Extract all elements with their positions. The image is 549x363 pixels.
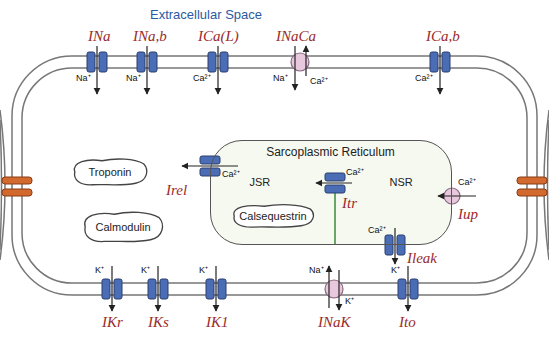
outer-membrane — [12, 56, 537, 295]
current-label: INa,b — [133, 28, 167, 45]
ion-label: Ca²⁺ — [458, 178, 476, 188]
channels-bottom — [102, 266, 418, 311]
node-text: NSR — [390, 176, 413, 188]
gap-junction — [517, 177, 547, 184]
node-title: Troponin — [88, 166, 131, 178]
gap-junction — [2, 177, 32, 184]
node-title: Sarcoplasmic Reticulum — [266, 146, 395, 159]
sr-fill — [210, 140, 452, 245]
current-label: Iup — [458, 206, 478, 223]
calmodulin-blob: Calmodulin — [80, 210, 166, 244]
current-label: ICa,b — [426, 28, 460, 45]
ion-label: K⁺ — [141, 266, 150, 276]
node-text: JSR — [250, 176, 271, 188]
troponin-blob: Troponin — [70, 157, 150, 187]
ion-label: Ca²⁺ — [222, 170, 240, 180]
neighbour-membrane — [548, 120, 549, 250]
ion-label: Ca²⁺ — [346, 168, 364, 178]
current-label: INa — [88, 28, 111, 45]
current-label: Ito — [399, 314, 416, 331]
ion-label: Ca²⁺ — [415, 74, 433, 84]
node-title: Calsequestrin — [239, 210, 306, 222]
gap-junction — [517, 189, 547, 196]
neighbour-membrane — [544, 110, 549, 260]
inner-membrane — [22, 68, 527, 283]
current-label: ICa(L) — [198, 28, 239, 45]
sarcoplasmic-reticulum: Sarcoplasmic ReticulumJSR NSR Calsequestri… — [210, 140, 452, 245]
ion-label: K⁺ — [345, 297, 354, 307]
current-label: IK1 — [206, 314, 229, 331]
ion-label: Na⁺ — [126, 74, 141, 84]
ion-label: K⁺ — [391, 266, 400, 276]
neighbour-membrane — [0, 120, 2, 250]
ion-label: Na⁺ — [273, 74, 288, 84]
node-title: Calmodulin — [95, 221, 150, 233]
jsr-nsr-divider — [334, 192, 336, 245]
current-label: Itr — [342, 195, 357, 212]
ion-label: Ca²⁺ — [310, 77, 328, 87]
ion-label: Ca²⁺ — [368, 226, 386, 236]
ion-label: Ca²⁺ — [193, 74, 211, 84]
current-label: INaK — [318, 314, 351, 331]
ion-label: K⁺ — [199, 266, 208, 276]
calsequestrin-blob: Calsequestrin — [229, 203, 317, 229]
channels-sr — [182, 156, 476, 264]
ion-label: K⁺ — [95, 266, 104, 276]
ion-label: Na⁺ — [309, 266, 324, 276]
current-label: INaCa — [276, 28, 316, 45]
region-title: Extracellular Space — [150, 8, 262, 22]
current-label: IKr — [102, 314, 123, 331]
channels-top — [87, 46, 450, 94]
current-label: Irel — [166, 182, 187, 199]
current-label: Ileak — [407, 250, 437, 267]
neighbour-membrane — [0, 110, 5, 260]
ion-label: Na⁺ — [76, 74, 91, 84]
current-label: IKs — [148, 314, 169, 331]
gap-junction — [2, 189, 32, 196]
